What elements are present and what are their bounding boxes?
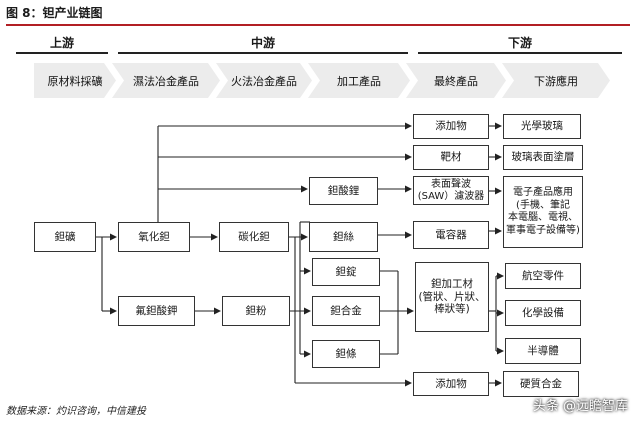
node-electronics-applications: 電子產品應用 (手機、筆記 本電腦、電視、 軍事電子設備等) bbox=[503, 176, 583, 248]
node-additive-bottom: 添加物 bbox=[413, 372, 489, 396]
process-hydrometallurgy: 濕法冶金產品 bbox=[112, 63, 220, 98]
node-chemical-equipment: 化學設備 bbox=[505, 300, 581, 326]
process-pyrometallurgy: 火法冶金產品 bbox=[216, 63, 312, 98]
node-tantalum-ingot: 鉭錠 bbox=[312, 258, 380, 286]
node-potassium-fluorotantalate: 氟鉭酸鉀 bbox=[118, 296, 195, 326]
title-rule bbox=[6, 24, 630, 26]
stage-upstream-rule bbox=[16, 52, 108, 54]
node-glass-coating: 玻璃表面塗層 bbox=[503, 145, 583, 170]
node-aerospace-parts: 航空零件 bbox=[505, 263, 581, 289]
node-tantalum-oxide: 氧化鉭 bbox=[118, 222, 190, 252]
node-hard-alloy: 硬質合金 bbox=[503, 371, 579, 397]
process-mining: 原材料採礦 bbox=[34, 63, 116, 98]
node-capacitor: 電容器 bbox=[413, 221, 489, 249]
node-tantalum-ore: 鉭礦 bbox=[34, 222, 96, 252]
figure-title: 图 8：钽产业链图 bbox=[6, 6, 103, 20]
node-optical-glass: 光學玻璃 bbox=[503, 114, 581, 139]
node-lithium-tantalate: 鉭酸鋰 bbox=[309, 177, 378, 205]
process-applications: 下游應用 bbox=[502, 63, 610, 98]
node-tantalum-bar: 鉭條 bbox=[312, 340, 380, 368]
node-additive-top: 添加物 bbox=[413, 114, 489, 139]
process-final-products: 最終產品 bbox=[406, 63, 506, 98]
node-tantalum-alloy: 鉭合金 bbox=[312, 296, 380, 326]
node-tantalum-wire: 鉭絲 bbox=[309, 222, 378, 252]
node-saw-filter: 表面聲波 (SAW）濾波器 bbox=[413, 176, 489, 205]
stage-downstream-rule bbox=[418, 52, 622, 54]
stage-midstream-label: 中游 bbox=[250, 36, 275, 50]
node-tantalum-powder: 鉭粉 bbox=[222, 296, 290, 326]
node-tantalum-carbide: 碳化鉭 bbox=[219, 222, 289, 252]
watermark: 头条 @远瞻智库 bbox=[532, 399, 628, 414]
node-target-material: 靶材 bbox=[413, 145, 489, 170]
node-processed-tantalum: 鉭加工材 (管狀、片狀、 棒狀等) bbox=[415, 262, 489, 332]
stage-midstream-rule bbox=[118, 52, 408, 54]
source-note: 数据来源：灼识咨询，中信建投 bbox=[6, 406, 146, 417]
stage-upstream-label: 上游 bbox=[49, 36, 74, 50]
stage-downstream-label: 下游 bbox=[507, 36, 532, 50]
process-processing: 加工產品 bbox=[308, 63, 410, 98]
node-semiconductor: 半導體 bbox=[505, 338, 581, 364]
